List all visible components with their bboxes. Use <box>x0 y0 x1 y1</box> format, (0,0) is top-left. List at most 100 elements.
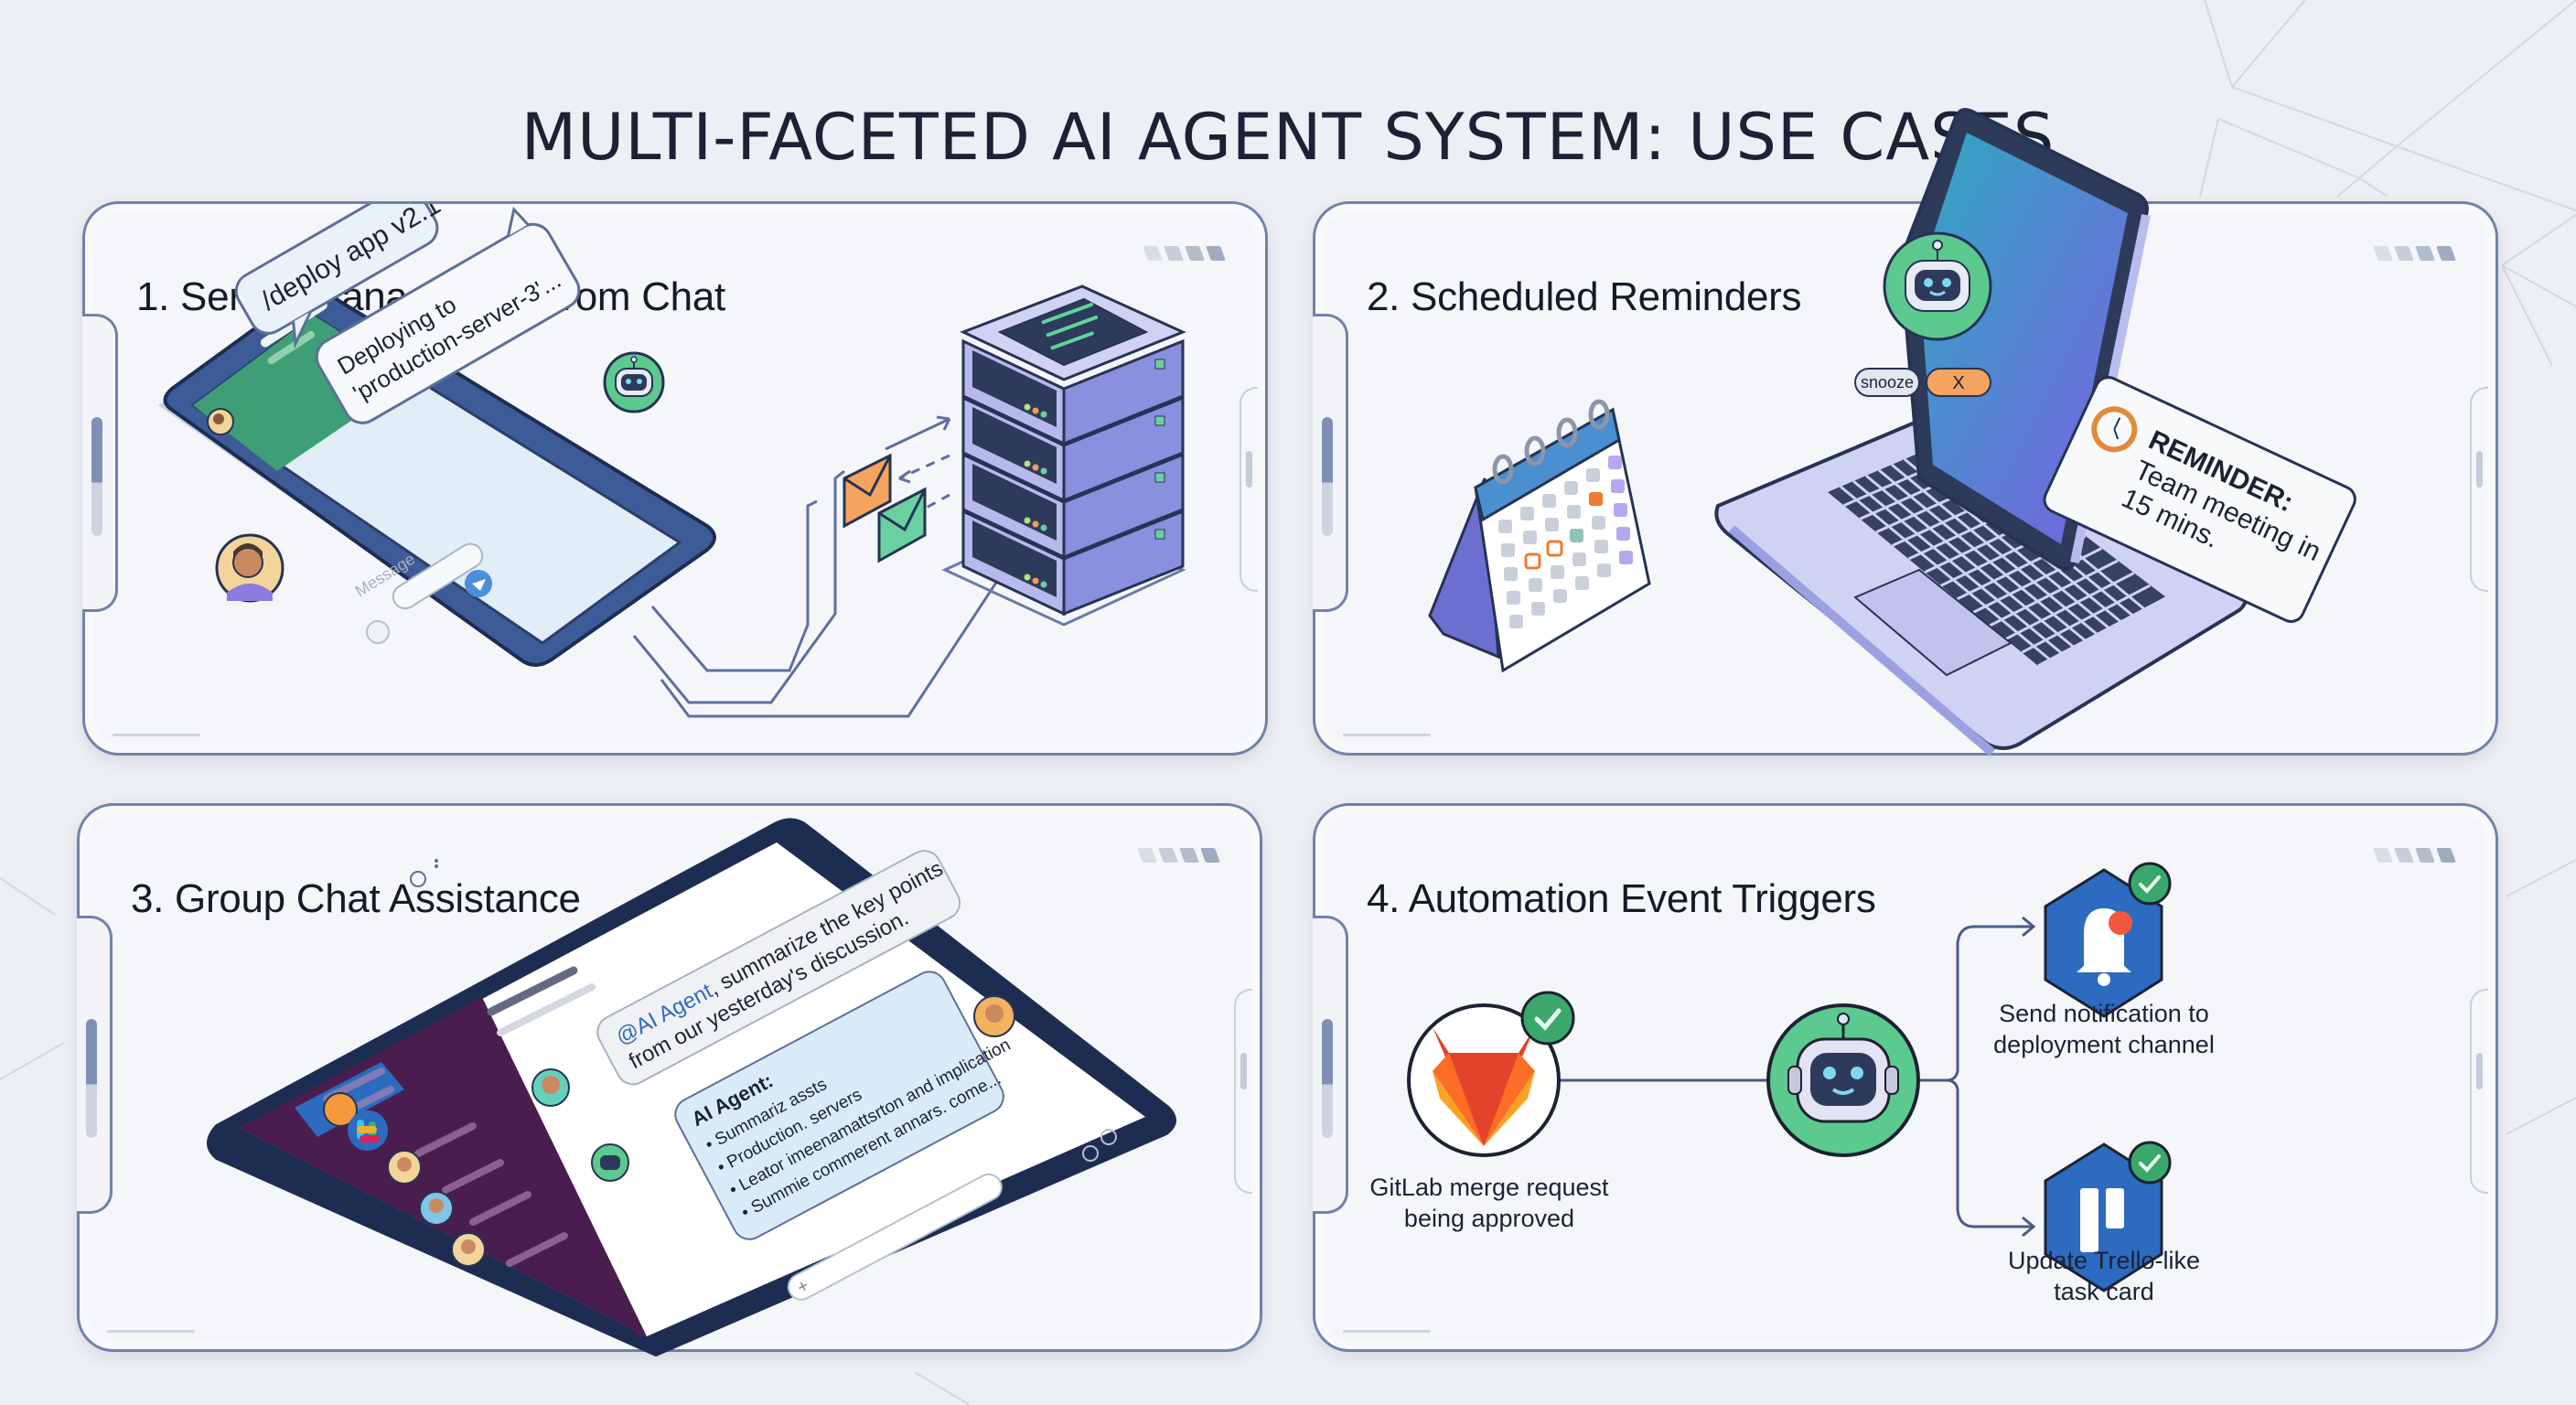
mic-icon <box>366 620 390 644</box>
calendar-day <box>1551 565 1564 579</box>
divider <box>1343 734 1431 736</box>
panel-title: 2. Scheduled Reminders <box>1367 273 1802 319</box>
calendar-day <box>1523 531 1537 544</box>
panel-side-tab <box>1313 314 1348 612</box>
gitlab-icon <box>1407 1003 1561 1157</box>
automation-flow-diagram <box>1407 862 2172 1292</box>
calendar-day <box>1619 551 1633 564</box>
trigger-caption: GitLab merge request being approved <box>1352 1172 1626 1234</box>
divider <box>1343 1330 1431 1333</box>
group-chat-illustration: @AI Agent, summarize the key points from… <box>207 818 1176 1357</box>
page-title: MULTI-FACETED AI AGENT SYSTEM: USE CASES <box>521 99 2055 175</box>
calendar-day <box>1501 543 1515 557</box>
server-unit <box>961 452 1185 560</box>
calendar-day <box>1564 481 1578 495</box>
calendar-day <box>1507 591 1520 605</box>
scroll-handle[interactable] <box>91 417 102 536</box>
caption-line: task card <box>2054 1278 2154 1305</box>
panel-side-tab <box>77 916 113 1214</box>
right-handle[interactable] <box>1240 1053 1247 1089</box>
panel-title: 4. Automation Event Triggers <box>1367 875 1876 921</box>
calendar-day <box>1608 456 1622 469</box>
envelope-orange-icon <box>843 453 892 529</box>
server-unit <box>961 395 1185 503</box>
check-icon <box>2128 1141 2172 1185</box>
panel-server-management: 1. Server Management from Chat <box>82 201 1268 756</box>
divider <box>113 734 200 736</box>
message-input <box>392 542 484 610</box>
caption-line: deployment channel <box>1993 1031 2215 1058</box>
calendar-day <box>1570 529 1583 542</box>
calendar-day <box>1531 602 1545 616</box>
panel-side-tab <box>82 314 118 612</box>
bot-avatar-icon <box>1766 1003 1920 1157</box>
alarm-clock-icon <box>2091 406 2138 453</box>
calendar-day <box>1524 552 1541 570</box>
server-unit <box>961 338 1185 446</box>
arrow-bot-to-trello <box>1946 1078 2034 1228</box>
calendar-day <box>1597 563 1611 577</box>
emoji-icon <box>1082 1145 1099 1162</box>
caption-line: being approved <box>1403 1205 1575 1232</box>
chat-input[interactable]: + <box>784 1170 1006 1304</box>
bot-avatar-icon <box>1883 231 1992 341</box>
user-avatar-icon <box>451 1232 486 1267</box>
envelope-green-icon <box>877 487 927 563</box>
calendar-day <box>1545 518 1559 531</box>
bell-icon <box>2044 868 2163 1018</box>
panel-automation-triggers: 4. Automation Event Triggers <box>1313 803 2498 1352</box>
scroll-handle[interactable] <box>1322 417 1333 536</box>
user-avatar-icon <box>387 1150 422 1185</box>
right-handle[interactable] <box>2476 1053 2483 1089</box>
calendar-day <box>1572 552 1586 566</box>
workspace-icon <box>323 1092 358 1127</box>
calendar-day <box>1616 527 1630 541</box>
caption-line: GitLab merge request <box>1369 1174 1609 1201</box>
bot-avatar-icon <box>603 351 665 413</box>
calendar-day <box>1611 479 1625 493</box>
calendar-day <box>1589 492 1603 506</box>
snooze-button[interactable]: snooze <box>1854 368 1920 397</box>
right-handle[interactable] <box>2476 451 2483 488</box>
calendar-day <box>1614 503 1627 517</box>
calendar-day <box>1520 507 1534 520</box>
calendar-day <box>1553 589 1567 603</box>
close-icon: X <box>1952 373 1964 393</box>
info-icon <box>410 871 426 887</box>
server-management-illustration: /deploy app v2.1 Deploying to 'productio… <box>158 204 1186 718</box>
notify-caption: Send notification to deployment channel <box>1967 998 2241 1060</box>
panel-side-tab <box>1313 916 1348 1214</box>
more-icon <box>435 859 438 868</box>
user-avatar-icon <box>973 995 1015 1037</box>
caption-line: Send notification to <box>1999 1000 2209 1027</box>
user-avatar-icon <box>419 1191 454 1226</box>
calendar-day <box>1567 505 1581 519</box>
panel-title: 3. Group Chat Assistance <box>131 875 581 921</box>
bot-avatar-icon <box>591 1143 629 1182</box>
scroll-handle[interactable] <box>86 1019 97 1138</box>
calendar-day <box>1594 540 1608 553</box>
mic-icon <box>1100 1129 1117 1145</box>
scroll-handle[interactable] <box>1322 1019 1333 1138</box>
right-handle[interactable] <box>1246 451 1252 488</box>
dismiss-button[interactable]: X <box>1926 368 1991 397</box>
caption-line: Update Trello-like <box>2007 1247 2201 1274</box>
calendar-day <box>1498 520 1512 533</box>
calendar-day <box>1546 540 1563 557</box>
calendar-day <box>1542 494 1556 508</box>
snooze-label: snooze <box>1861 373 1914 391</box>
check-icon <box>2128 862 2172 906</box>
reminders-illustration: snooze X REMINDER: Team meeting in 15 mi… <box>1428 107 2356 756</box>
server-rack-icon <box>941 284 1186 627</box>
calendar-day <box>1592 516 1605 530</box>
calendar-day <box>1509 615 1523 628</box>
server-unit <box>961 509 1185 617</box>
agent-reply-bubble: AI Agent: • Summariz assts • Production.… <box>674 971 1014 1240</box>
user-avatar-icon <box>215 533 284 603</box>
calendar-icon <box>1428 399 1651 673</box>
trello-caption: Update Trello-like task card <box>1967 1245 2241 1307</box>
calendar-day <box>1575 576 1589 590</box>
check-icon <box>1520 991 1575 1046</box>
user-avatar-icon <box>531 1068 570 1107</box>
